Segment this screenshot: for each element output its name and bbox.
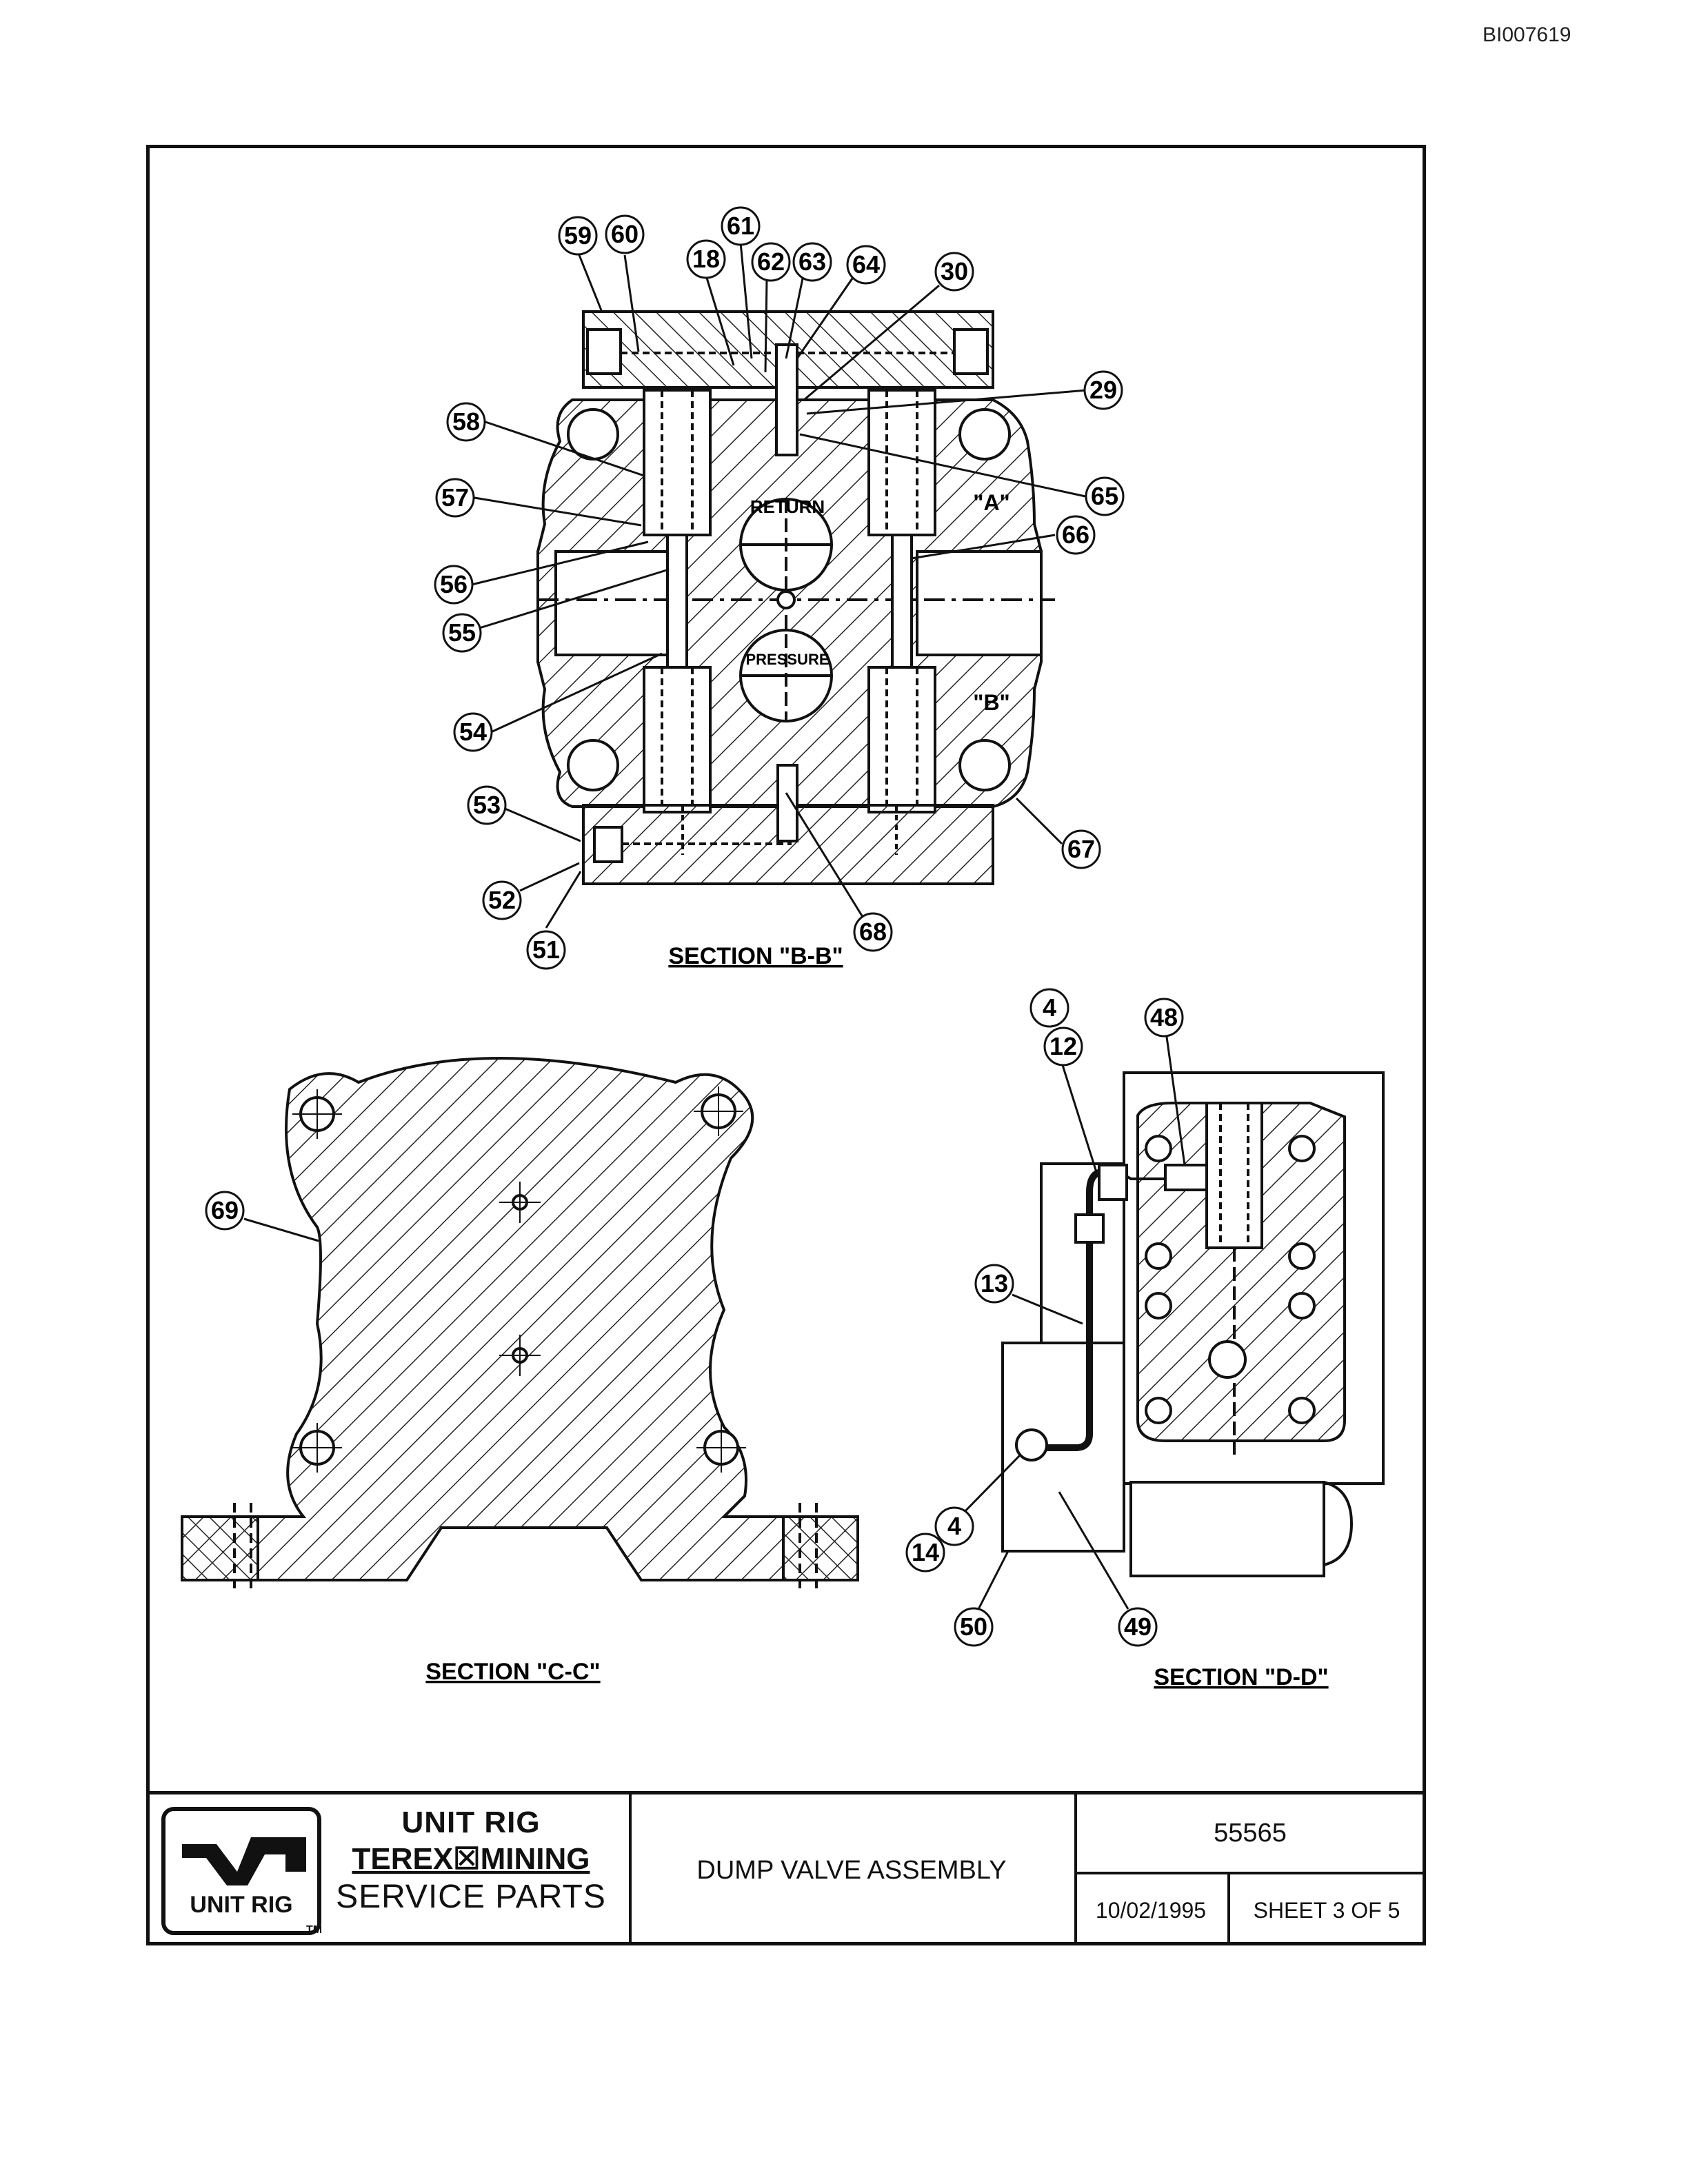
drawing-frame bbox=[146, 145, 1426, 1945]
callout-4-bottom: 4 bbox=[947, 1512, 961, 1540]
brand-block: UNIT RIG TEREX☒MINING SERVICE PARTS bbox=[330, 1806, 612, 1916]
callouts-dd bbox=[905, 988, 1186, 1647]
return-port-label: RETURN bbox=[750, 496, 825, 517]
brand-terex-mining: TEREX☒MINING bbox=[352, 1842, 590, 1876]
document-id: BI007619 bbox=[1483, 23, 1571, 46]
callout-50: 50 bbox=[960, 1612, 987, 1641]
brand-service-parts: SERVICE PARTS bbox=[336, 1879, 606, 1915]
section-bb-drawing bbox=[536, 310, 1055, 885]
callout-58: 58 bbox=[452, 407, 480, 436]
callout-numbers-dd: 4 12 48 13 4 14 50 49 bbox=[912, 993, 1178, 1641]
title-block-divider bbox=[629, 1794, 632, 1945]
callout-61: 61 bbox=[727, 212, 754, 240]
title-block-hline bbox=[1074, 1872, 1426, 1874]
trademark-mark: TM bbox=[306, 1924, 323, 1936]
callouts-cc bbox=[205, 1191, 319, 1242]
part-number: 55565 bbox=[1214, 1818, 1287, 1848]
logo-text: UNIT RIG bbox=[190, 1892, 293, 1918]
callout-65: 65 bbox=[1091, 482, 1118, 510]
callout-4-top: 4 bbox=[1043, 993, 1056, 1022]
unit-rig-logo: UNIT RIG bbox=[161, 1807, 321, 1935]
callout-18: 18 bbox=[692, 245, 720, 273]
drawing-date: 10/02/1995 bbox=[1095, 1897, 1207, 1923]
callout-60: 60 bbox=[611, 220, 639, 248]
callout-66: 66 bbox=[1062, 520, 1089, 549]
callout-55: 55 bbox=[448, 618, 476, 647]
callout-52: 52 bbox=[488, 886, 516, 914]
section-bb-label: SECTION "B-B" bbox=[668, 943, 843, 969]
unit-rig-emblem-icon bbox=[182, 1837, 306, 1885]
callout-49: 49 bbox=[1124, 1612, 1152, 1641]
callout-57: 57 bbox=[441, 483, 469, 512]
pressure-port-label: PRESSURE bbox=[745, 651, 829, 668]
section-cc-label: SECTION "C-C" bbox=[425, 1659, 600, 1685]
section-cc-drawing bbox=[181, 1057, 859, 1593]
callout-53: 53 bbox=[473, 791, 501, 819]
section-dd-label: SECTION "D-D" bbox=[1154, 1664, 1328, 1690]
callout-14: 14 bbox=[912, 1538, 939, 1566]
callout-29: 29 bbox=[1089, 376, 1117, 404]
port-b-label: "B" bbox=[973, 690, 1009, 715]
callout-68: 68 bbox=[859, 918, 887, 946]
port-a-label: "A" bbox=[973, 490, 1009, 515]
callout-56: 56 bbox=[440, 570, 468, 598]
callout-51: 51 bbox=[532, 936, 560, 964]
callout-30: 30 bbox=[941, 257, 968, 285]
callout-63: 63 bbox=[798, 247, 826, 276]
callout-64: 64 bbox=[852, 250, 880, 279]
section-dd-drawing bbox=[1001, 1071, 1385, 1577]
callout-numbers-bb: 59 60 61 18 62 63 64 30 29 58 65 57 66 5… bbox=[440, 212, 1118, 964]
callout-69: 69 bbox=[211, 1196, 239, 1224]
callout-12: 12 bbox=[1049, 1032, 1077, 1060]
callout-54: 54 bbox=[459, 718, 487, 746]
title-block-divider bbox=[1227, 1874, 1230, 1945]
title-block: UNIT RIG TM UNIT RIG TEREX☒MINING SERVIC… bbox=[146, 1791, 1426, 1945]
callout-13: 13 bbox=[981, 1269, 1008, 1297]
title-block-divider bbox=[1074, 1794, 1077, 1945]
sheet-number: SHEET 3 OF 5 bbox=[1253, 1897, 1400, 1923]
drawing-title: DUMP VALVE ASSEMBLY bbox=[696, 1855, 1007, 1885]
callout-67: 67 bbox=[1067, 835, 1095, 863]
brand-unit-rig: UNIT RIG bbox=[401, 1806, 541, 1839]
callout-48: 48 bbox=[1150, 1003, 1178, 1031]
callouts-bb bbox=[434, 206, 1125, 970]
callout-62: 62 bbox=[757, 247, 785, 276]
callout-59: 59 bbox=[564, 221, 592, 250]
